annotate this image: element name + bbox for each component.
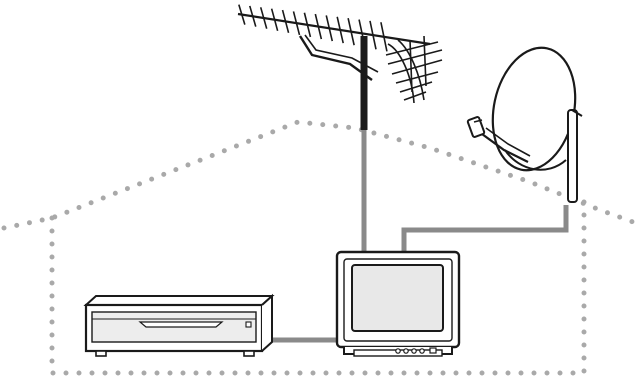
antenna-element bbox=[358, 19, 366, 48]
antenna-element bbox=[325, 15, 334, 42]
satellite-cable bbox=[401, 205, 569, 252]
antenna-element bbox=[249, 5, 257, 27]
antenna-element bbox=[281, 9, 290, 34]
walls-dotted-line bbox=[49, 197, 587, 376]
antenna-element bbox=[270, 8, 279, 31]
antenna-element bbox=[238, 4, 246, 25]
antenna-element bbox=[380, 22, 388, 52]
satellite-dish bbox=[466, 46, 583, 203]
antenna-element bbox=[336, 16, 344, 44]
antenna-element bbox=[292, 11, 301, 36]
antenna-element bbox=[347, 18, 355, 46]
tv-screen bbox=[351, 264, 444, 332]
video-recorder bbox=[83, 293, 275, 357]
antenna-element bbox=[303, 12, 312, 38]
antenna-reflector bbox=[385, 35, 443, 104]
television bbox=[335, 250, 461, 357]
house-outline bbox=[1, 119, 636, 376]
cables bbox=[268, 130, 569, 343]
terrestrial-antenna bbox=[237, 4, 443, 130]
antenna-element bbox=[259, 7, 268, 29]
roof-dotted-line bbox=[1, 119, 636, 231]
antenna-element bbox=[369, 20, 377, 50]
antenna-element bbox=[314, 13, 323, 40]
